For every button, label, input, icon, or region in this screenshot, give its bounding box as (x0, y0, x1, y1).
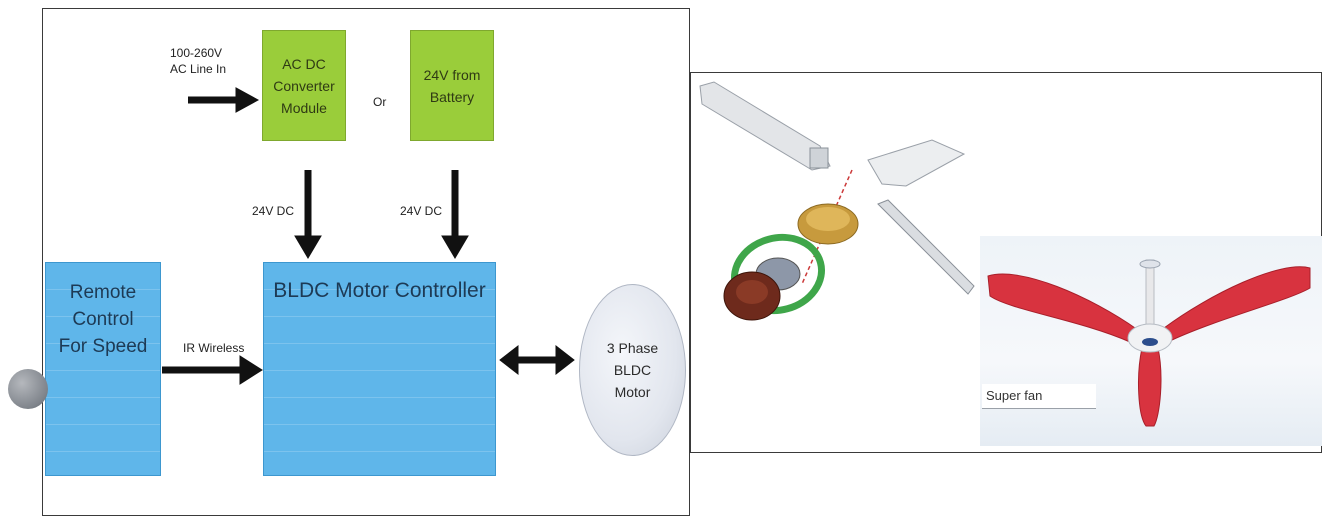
ac-input-arrow (188, 87, 260, 113)
ac-input-label: 100-260V AC Line In (170, 46, 227, 76)
fan-blade-bottom (1138, 347, 1162, 427)
diagram-arrows (162, 87, 575, 385)
acdc-output-arrow (294, 170, 322, 259)
remote-control-box: Remote Control For Speed (45, 262, 161, 476)
ir-wireless-label: IR Wireless (183, 341, 245, 355)
or-label: Or (373, 95, 387, 109)
exploded-fan-illustration (699, 81, 975, 321)
dc-label-left: 24V DC (252, 204, 295, 218)
fan-canopy (1139, 259, 1161, 269)
fan-blade-left (987, 273, 1139, 343)
super-fan-caption: Super fan (986, 388, 1043, 403)
top-cover-highlight (806, 207, 850, 231)
blade-bracket-part (809, 147, 829, 169)
acdc-converter-module-box: AC DC Converter Module (262, 30, 346, 141)
bldc-motor-ellipse: 3 Phase BLDC Motor (579, 284, 686, 456)
battery-box: 24V from Battery (410, 30, 494, 141)
fan-blade-part (867, 139, 966, 187)
dc-label-right: 24V DC (400, 204, 443, 218)
super-fan-caption-box: Super fan (982, 384, 1096, 409)
bullet-dot (8, 369, 48, 409)
rotor-highlight (736, 280, 768, 304)
bldc-motor-controller-box: BLDC Motor Controller (263, 262, 496, 476)
remote-control-label: Remote Control For Speed (58, 282, 148, 357)
battery-output-arrow (441, 170, 469, 259)
bldc-motor-controller-label: BLDC Motor Controller (273, 279, 486, 302)
controller-motor-double-arrow (499, 344, 575, 376)
ir-wireless-arrow (162, 355, 263, 385)
fan-hub-logo (1142, 338, 1158, 346)
fan-blade-right (1163, 266, 1311, 341)
super-fan-image (987, 259, 1311, 427)
bldc-motor-label: 3 Phase BLDC Motor (606, 340, 659, 400)
fan-downrod (1145, 259, 1155, 331)
fan-blade-part (699, 81, 831, 171)
fan-blade-part (877, 199, 975, 295)
